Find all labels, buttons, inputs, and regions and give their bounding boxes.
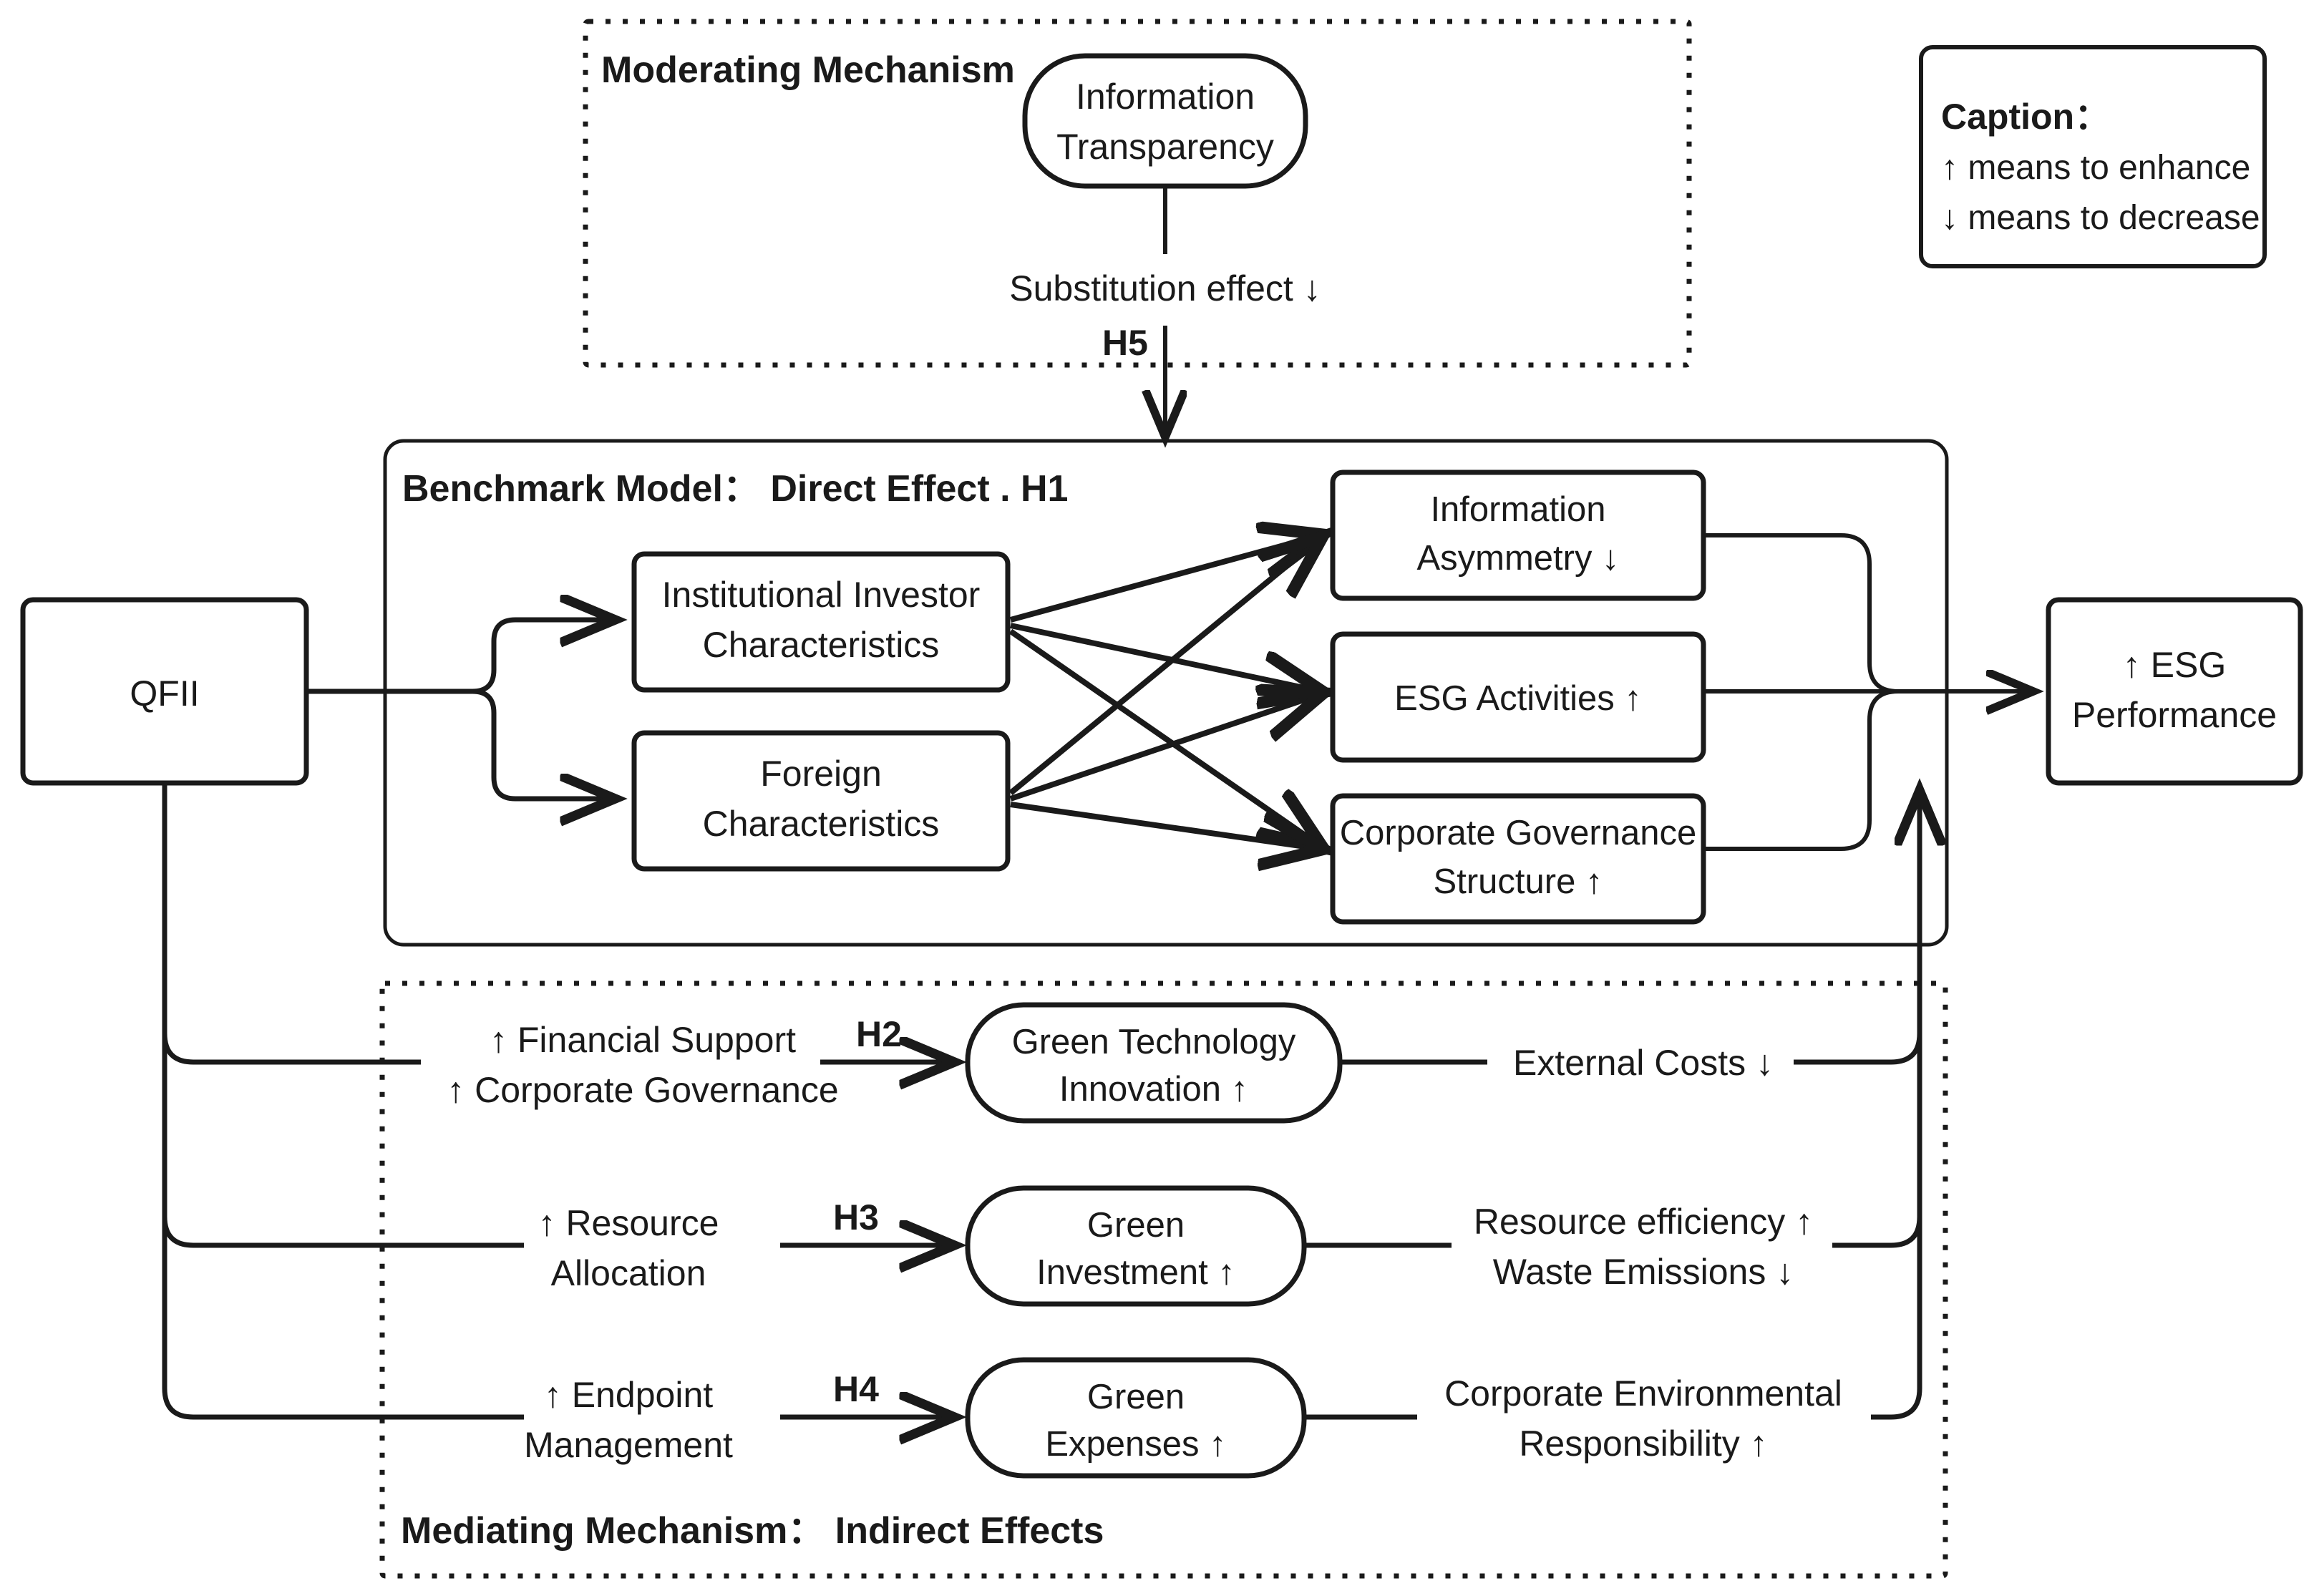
mediating-group-box xyxy=(379,981,1948,1579)
moderating-group-box xyxy=(583,19,1692,368)
node-esg-activities-line1: ESG Activities ↑ xyxy=(1394,679,1642,718)
caption-title: Caption： xyxy=(1941,97,2110,137)
node-green-expenses-line2: Expenses ↑ xyxy=(1045,1425,1226,1464)
node-foreign-line2: Characteristics xyxy=(703,804,940,844)
edge-row3-to-outcome-trunk xyxy=(1871,859,1922,1420)
node-corporate-governance-line1: Corporate Governance xyxy=(1340,814,1696,852)
row3-antecedent-line1: ↑ Endpoint xyxy=(544,1375,713,1415)
hypothesis-label-h5: H5 xyxy=(1102,323,1148,363)
row1-outcome-label: External Costs ↓ xyxy=(1513,1043,1774,1083)
node-information-transparency-line2: Transparency xyxy=(1056,127,1274,167)
edge-institutional-to-esg-activities xyxy=(1010,623,1321,691)
hypothesis-label-h3: H3 xyxy=(833,1197,879,1237)
benchmark-group-label: Benchmark Model： Direct Effect . H1 xyxy=(402,468,1068,510)
edge-qfii-to-foreign xyxy=(472,688,613,799)
hypothesis-label-h2: H2 xyxy=(856,1014,902,1054)
node-corporate-governance-line2: Structure ↑ xyxy=(1434,862,1603,901)
node-green-investment-line2: Investment ↑ xyxy=(1036,1253,1235,1292)
edge-corporate-governance-to-outcome xyxy=(1703,689,1899,851)
edge-information-asymmetry-to-outcome xyxy=(1703,533,1899,694)
row3-antecedent-line2: Management xyxy=(524,1425,733,1465)
caption-box xyxy=(1919,45,2267,268)
node-institutional-line1: Institutional Investor xyxy=(662,575,981,615)
node-institutional-line2: Characteristics xyxy=(703,625,940,665)
node-qfii-label: QFII xyxy=(130,673,199,714)
edge-foreign-to-information-asymmetry xyxy=(1008,538,1321,796)
row2-antecedent-line2: Allocation xyxy=(551,1253,706,1293)
row1-antecedent-line2: ↑ Corporate Governance xyxy=(447,1070,839,1110)
node-green-expenses-line1: Green xyxy=(1087,1378,1185,1416)
row2-antecedent-line1: ↑ Resource xyxy=(538,1203,719,1243)
node-information-transparency-line1: Information xyxy=(1076,77,1255,117)
node-esg-activities[interactable] xyxy=(1330,631,1706,763)
row2-outcome-line2: Waste Emissions ↓ xyxy=(1493,1252,1794,1292)
edge-institutional-to-corporate-governance xyxy=(1008,628,1321,846)
node-esg-performance-line2: Performance xyxy=(2072,695,2277,735)
node-esg-performance-line1: ↑ ESG xyxy=(2123,645,2226,685)
caption-line-enhance: ↑ means to enhance xyxy=(1941,149,2250,187)
edge-foreign-to-esg-activities xyxy=(1009,694,1321,802)
edge-foreign-to-corporate-governance xyxy=(1010,802,1321,849)
caption-line-decrease: ↓ means to decrease xyxy=(1941,199,2260,237)
node-information-asymmetry-line2: Asymmetry ↓ xyxy=(1416,539,1619,578)
hypothesis-label-h4: H4 xyxy=(833,1369,879,1409)
row1-antecedent-line1: ↑ Financial Support xyxy=(490,1020,796,1060)
edge-qfii-to-row3 xyxy=(162,1181,524,1420)
node-institutional-investor-characteristics[interactable] xyxy=(631,551,1011,693)
row3-outcome-line1: Corporate Environmental xyxy=(1444,1373,1842,1413)
edge-qfii-to-row1 xyxy=(162,783,421,1065)
node-information-transparency[interactable] xyxy=(1022,53,1308,189)
node-corporate-governance-structure[interactable] xyxy=(1330,793,1706,925)
moderating-group-label: Moderating Mechanism xyxy=(601,49,1015,91)
edge-qfii-to-institutional xyxy=(472,620,613,694)
edge-row2-to-outcome-trunk xyxy=(1832,845,1922,1248)
node-information-asymmetry-line1: Information xyxy=(1430,490,1605,529)
node-green-investment-line1: Green xyxy=(1087,1206,1185,1245)
edge-label-substitution-effect: Substitution effect ↓ xyxy=(1009,268,1321,308)
mediating-group-label: Mediating Mechanism： Indirect Effects xyxy=(401,1510,1104,1552)
row2-outcome-line1: Resource efficiency ↑ xyxy=(1474,1202,1813,1242)
node-foreign-line1: Foreign xyxy=(760,754,882,794)
node-green-technology-line2: Innovation ↑ xyxy=(1059,1070,1248,1109)
edge-qfii-to-row2 xyxy=(162,988,524,1248)
node-foreign-characteristics[interactable] xyxy=(631,730,1011,872)
row3-outcome-line2: Responsibility ↑ xyxy=(1519,1424,1767,1464)
node-esg-performance[interactable] xyxy=(2046,597,2303,786)
node-green-technology-line1: Green Technology xyxy=(1012,1023,1296,1061)
